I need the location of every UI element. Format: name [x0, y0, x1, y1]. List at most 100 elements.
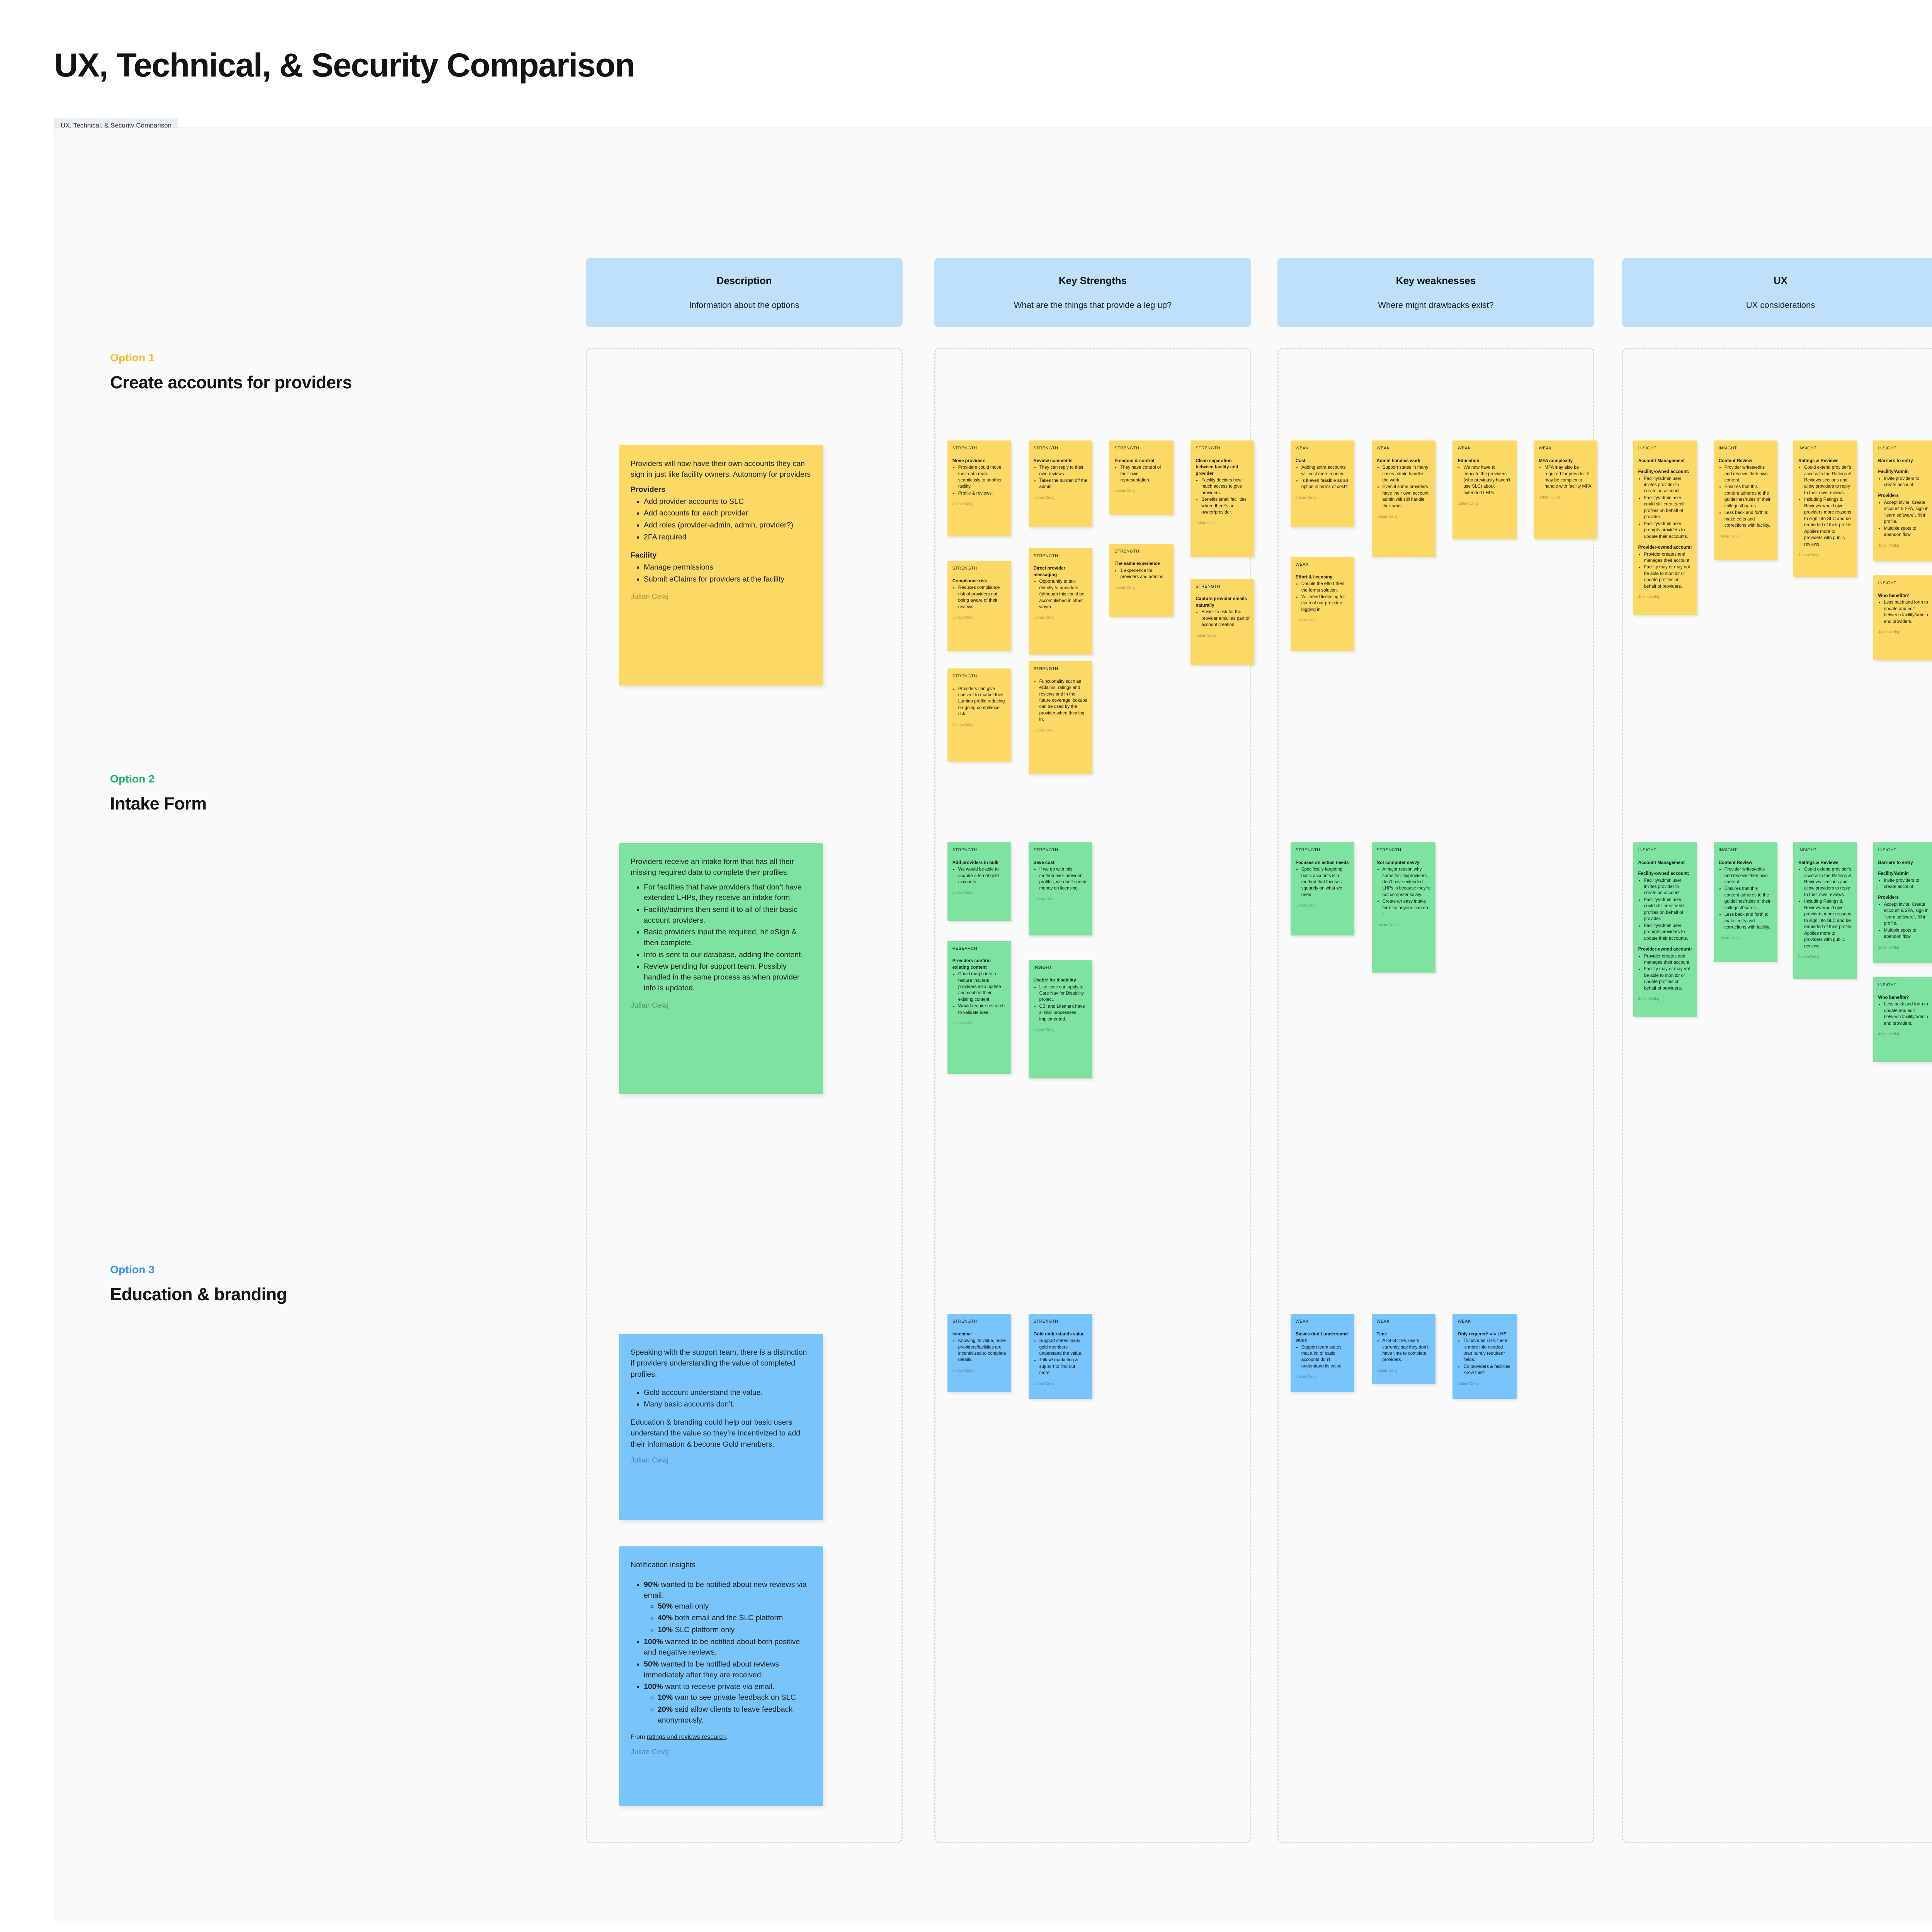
- column-title: UX: [1773, 274, 1788, 286]
- note-bullets: Less back and forth to update and edit b…: [1884, 1001, 1932, 1027]
- description-section-1-items: Add provider accounts to SLCAdd accounts…: [644, 497, 811, 543]
- lane-key-strengths: [934, 348, 1251, 1843]
- note-bullets: Adding extra accounts will cost more mon…: [1301, 464, 1350, 490]
- description-items: For facilities that have providers that …: [644, 882, 811, 994]
- note-bullet: Facility/admin user prompts providers to…: [1644, 521, 1692, 540]
- note-bullet: We would be able to acquire a ton of gol…: [958, 866, 1007, 885]
- notification-insights-card[interactable]: Notification insights90% wanted to be no…: [619, 1546, 823, 1806]
- note-bullets: Knowing its value, more providers/facili…: [958, 1338, 1007, 1363]
- note-tag: STRENGTH: [952, 566, 977, 571]
- note-bullet: Invite providers to create account.: [1884, 476, 1932, 488]
- note-tag: WEAK: [1295, 562, 1309, 567]
- sticky-note[interactable]: STRENGTHIncentiveKnowing its value, more…: [947, 1314, 1011, 1392]
- description-card-option-2[interactable]: Providers receive an intake form that ha…: [619, 843, 823, 1094]
- sticky-note[interactable]: WEAKTimeA lot of time, users currently s…: [1371, 1314, 1435, 1384]
- note-title: Focuses on actual needs: [1295, 860, 1349, 865]
- note-bullets: Opportunity to talk directly to provider…: [1039, 578, 1088, 610]
- note-title: Who benefits?: [1878, 995, 1909, 1000]
- list-item: 100% want to receive private via email.1…: [644, 1682, 811, 1726]
- description-card-option-3[interactable]: Speaking with the support team, there is…: [619, 1334, 823, 1520]
- note-tag: STRENGTH: [1033, 667, 1058, 672]
- note-bullets: Facility/admin user invites provider to …: [1644, 476, 1692, 540]
- card-author: Julian Celaj: [631, 593, 669, 601]
- description-card-option-1[interactable]: Providers will now have their own accoun…: [619, 445, 823, 685]
- note-bullet: Would require research to validate idea.: [958, 1003, 1007, 1016]
- note-author: Julian Celaj: [1114, 488, 1136, 493]
- note-tag: STRENGTH: [1376, 848, 1401, 852]
- note-bullet: Providers could move their data more sea…: [958, 464, 1007, 490]
- list-item: Submit eClaims for providers at the faci…: [644, 574, 811, 585]
- note-tag: INSIGHT: [1033, 965, 1052, 970]
- note-bullet: We now have to educate the providers (wh…: [1463, 464, 1512, 496]
- nested-list: 50% email only40% both email and the SLC…: [658, 1601, 811, 1636]
- note-tag: STRENGTH: [1114, 549, 1139, 554]
- note-title: Clean separation between facility and pr…: [1196, 458, 1238, 476]
- note-bullet: Accept invite. Create account & 2FA, sig…: [1884, 500, 1932, 525]
- note-title: Effort & licensing: [1295, 574, 1333, 580]
- source-link[interactable]: ratings and reviews research: [646, 1734, 726, 1741]
- note-tag: STRENGTH: [952, 1319, 977, 1324]
- note-author: Julian Celaj: [952, 722, 974, 727]
- sticky-note[interactable]: WEAKEducationWe now have to educate the …: [1452, 440, 1517, 539]
- source-note[interactable]: From ratings and reviews research.: [631, 1734, 728, 1741]
- note-bullets: Provider creates and manages their accou…: [1644, 551, 1692, 590]
- sticky-note[interactable]: STRENGTHFunctionality such as eClaims, r…: [1028, 661, 1092, 774]
- note-bullets: Provider creates and manages their accou…: [1644, 953, 1692, 992]
- note-tag: STRENGTH: [1196, 584, 1220, 589]
- note-title: Save cost: [1033, 860, 1054, 865]
- note-bullets: Reduces compliance risk of providers not…: [958, 585, 1007, 610]
- note-bullets: Providers can give consent to market the…: [958, 686, 1007, 718]
- note-bullet: Use case can apply to Care Nav for Disab…: [1039, 984, 1088, 1003]
- note-bullet: Facility/admin user invites provider to …: [1644, 878, 1692, 896]
- sticky-note[interactable]: STRENGTHProviders can give consent to ma…: [947, 668, 1011, 762]
- sticky-note[interactable]: WEAKCostAdding extra accounts will cost …: [1290, 440, 1354, 527]
- note-author: Julian Celaj: [1295, 618, 1317, 623]
- note-title: MFA complexity: [1539, 458, 1573, 463]
- note-bullet: Invite providers to create account.: [1884, 878, 1932, 890]
- note-bullet: Ensures that this content adheres to the…: [1725, 886, 1773, 911]
- note-author: Julian Celaj: [1376, 1368, 1398, 1373]
- column-subtitle: Where might drawbacks exist?: [1378, 300, 1494, 310]
- note-bullets: If we go with this method over provider …: [1039, 866, 1088, 892]
- note-bullets: Provider writes/edits and reviews their …: [1725, 866, 1773, 931]
- row-option-number: Option 2: [110, 773, 155, 785]
- note-bullet: Will need licensing for each of our prov…: [1301, 594, 1350, 613]
